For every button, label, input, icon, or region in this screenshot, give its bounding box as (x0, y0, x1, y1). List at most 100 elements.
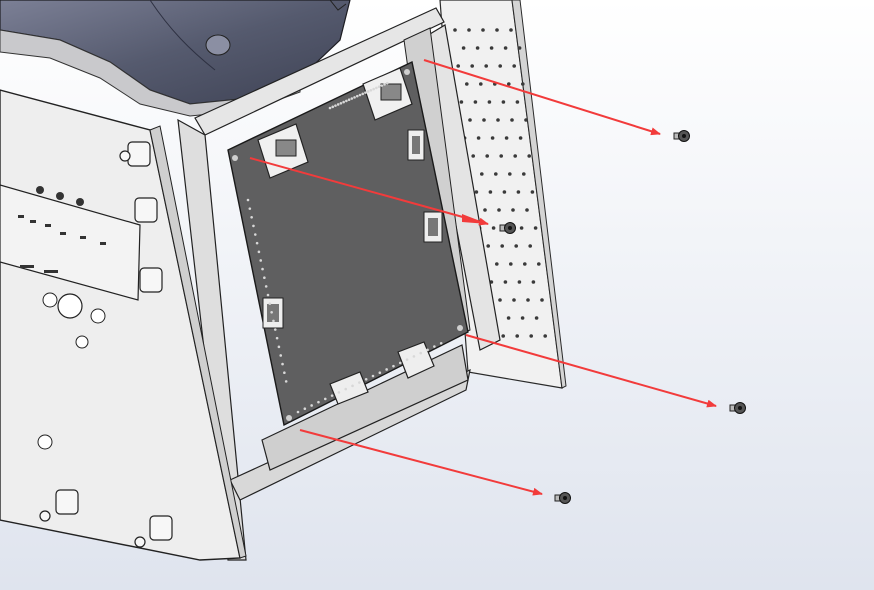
header-left (262, 297, 284, 329)
solder-dot (353, 96, 356, 99)
solder-dot (277, 345, 281, 349)
vent-hole (485, 154, 490, 158)
solder-dot (248, 207, 252, 210)
vent-hole (513, 154, 517, 158)
solder-dot (296, 410, 300, 414)
solder-dot (263, 276, 266, 280)
vent-hole (531, 280, 536, 284)
vent-hole (506, 316, 511, 320)
solder-dot (392, 364, 395, 368)
main-circuit-board (227, 60, 469, 427)
solder-dot (375, 86, 378, 90)
vent-hole (483, 208, 487, 212)
db-connector (329, 371, 369, 405)
vent-hole (486, 244, 491, 248)
side-pcb-components (18, 186, 106, 273)
vent-hole (465, 82, 469, 86)
vent-hole (501, 100, 506, 104)
solder-dot (426, 348, 429, 352)
solder-dot (344, 387, 348, 391)
vent-hole (519, 226, 524, 230)
solder-dot (405, 358, 409, 361)
solder-dot (252, 224, 255, 228)
solder-dot (366, 90, 370, 93)
solder-dot (355, 94, 359, 98)
solder-dot (331, 105, 335, 109)
solder-dot (255, 241, 259, 245)
solder-dot (284, 380, 288, 383)
vent-hole (487, 100, 492, 104)
solder-dot (369, 88, 373, 92)
vent-hole (503, 46, 508, 50)
solder-dot (358, 93, 362, 97)
vent-hole (529, 334, 533, 338)
vent-hole (523, 262, 527, 266)
vent-hole (517, 46, 522, 50)
solder-dot (279, 354, 283, 357)
solder-dot (385, 368, 388, 371)
vent-hole (530, 190, 535, 194)
solder-dot (257, 250, 261, 254)
vent-hole (515, 334, 519, 338)
left-side-panel (0, 89, 247, 561)
screws (499, 130, 746, 504)
solder-dot (303, 407, 307, 411)
vent-hole (475, 46, 480, 50)
vent-hole (453, 28, 457, 32)
solder-dot (246, 198, 250, 202)
vent-hole (520, 316, 525, 320)
vent-hole (501, 334, 506, 338)
solder-dot (330, 394, 334, 397)
vent-hole (526, 298, 530, 302)
vent-hole (489, 46, 494, 50)
vent-hole (508, 172, 512, 176)
vent-hole (518, 136, 523, 140)
solder-dot (419, 351, 423, 355)
solder-dot (253, 233, 257, 236)
arrow-top-right (423, 59, 661, 136)
screw-top-right (673, 130, 690, 142)
screw-middle (499, 222, 516, 234)
header-side-middle (423, 211, 443, 243)
arrow-middle-head-band (462, 214, 488, 224)
vent-hole (512, 64, 516, 68)
vent-hole (479, 82, 483, 86)
solder-dot (398, 361, 402, 365)
vent-hole (509, 28, 513, 32)
board-solder-dots (246, 81, 443, 414)
solder-dot (364, 377, 368, 381)
vent-hole (516, 190, 521, 194)
vent-hole (512, 298, 516, 302)
vent-hole (459, 100, 464, 104)
solder-dot (339, 101, 343, 105)
top-cover (0, 0, 351, 117)
solder-dot (347, 98, 351, 102)
arrow-middle (249, 157, 489, 226)
solder-dot (372, 87, 375, 91)
vent-hole (498, 64, 503, 68)
vent-hole (484, 64, 489, 68)
vent-hole (456, 64, 461, 68)
explode-arrows (249, 59, 717, 496)
screw-right-lower (729, 402, 746, 414)
solder-dot (275, 336, 279, 340)
vent-hole (468, 118, 472, 122)
solder-dot (378, 371, 382, 375)
power-connector (397, 341, 435, 379)
vent-hole (481, 28, 485, 32)
vent-hole (500, 244, 505, 248)
arrow-bottom (299, 429, 543, 496)
solder-dot (439, 341, 443, 345)
solder-dot (433, 345, 436, 348)
solder-dot (264, 285, 268, 288)
solder-dot (358, 381, 361, 384)
solder-dot (383, 83, 386, 86)
solder-dot (268, 302, 272, 305)
header-side-top (407, 129, 425, 161)
vent-hole (470, 64, 475, 68)
vent-hole (497, 208, 501, 212)
vent-hole (540, 298, 544, 302)
solder-dot (270, 310, 273, 314)
vent-hole (491, 226, 496, 230)
vent-hole (525, 208, 529, 212)
